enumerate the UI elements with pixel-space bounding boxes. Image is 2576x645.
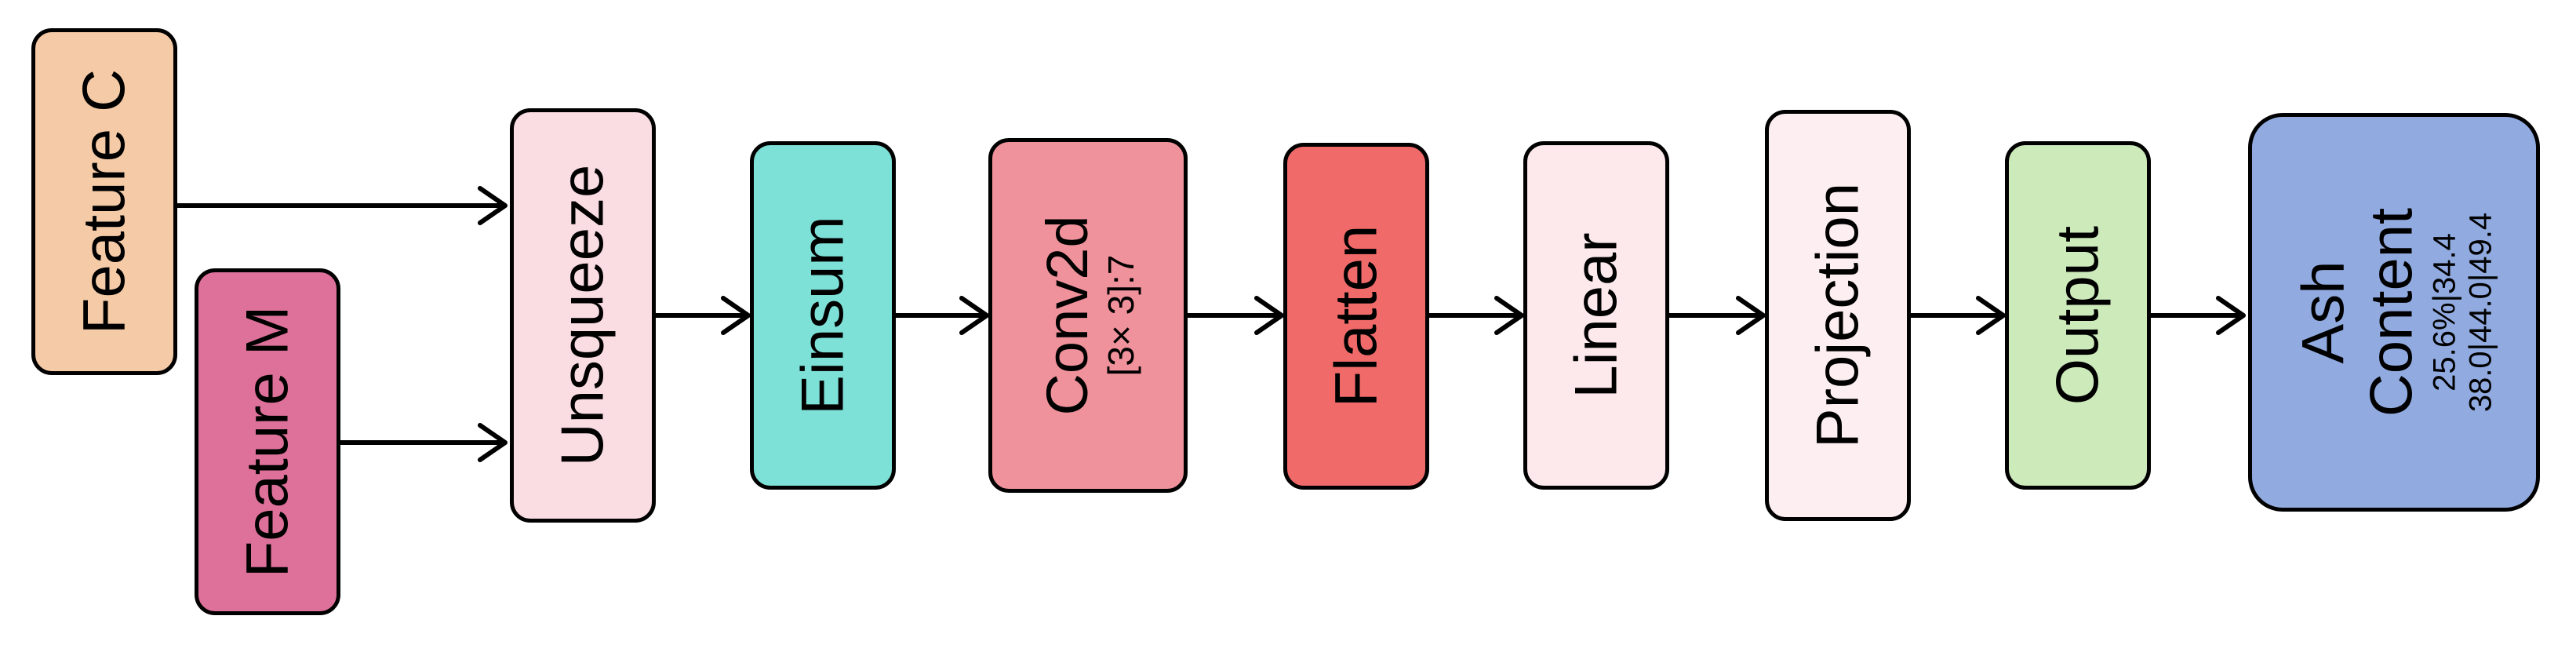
arrow-conv2d-to-flatten [1185, 296, 1284, 335]
node-label: Feature C [71, 69, 138, 334]
arrow-linear-to-projection [1667, 296, 1766, 335]
node-label: Einsum [789, 216, 857, 415]
node-label: Conv2d [1035, 215, 1101, 416]
node-label: Output [2044, 225, 2112, 406]
node-label: Linear [1563, 232, 1630, 399]
node-ash-content: Ash Content 25.6%|34.4 38.0|44.0|49.4 [2248, 113, 2540, 512]
node-label: Projection [1804, 183, 1872, 448]
node-label-line2: Content [2359, 207, 2425, 417]
node-value-line1: 25.6%|34.4 [2427, 233, 2462, 392]
node-label: Flatten [1323, 224, 1390, 408]
node-label-group: Ash Content 25.6%|34.4 38.0|44.0|49.4 [2290, 208, 2499, 417]
node-feature-m: Feature M [195, 268, 340, 615]
node-label: Feature M [234, 305, 301, 578]
node-linear: Linear [1523, 141, 1669, 490]
arrow-einsum-to-conv2d [893, 296, 989, 335]
node-value-line2: 38.0|44.0|49.4 [2463, 212, 2498, 413]
arrow-feature-m-to-unsqueeze [338, 423, 508, 462]
node-unsqueeze: Unsqueeze [510, 108, 656, 523]
arrow-unsqueeze-to-einsum [653, 296, 751, 335]
arrow-feature-c-to-unsqueeze [175, 186, 508, 225]
arrow-output-to-ash-content [2148, 296, 2246, 335]
arrow-flatten-to-linear [1427, 296, 1524, 335]
node-label-line1: Ash [2290, 261, 2357, 364]
arrow-projection-to-output [1908, 296, 2006, 335]
node-sublabel: [3× 3]:7 [1101, 254, 1142, 377]
node-label-group: Conv2d [3× 3]:7 [1034, 215, 1142, 415]
node-flatten: Flatten [1283, 143, 1429, 490]
node-conv2d: Conv2d [3× 3]:7 [988, 138, 1188, 493]
node-output: Output [2005, 141, 2151, 490]
node-label: Unsqueeze [549, 164, 617, 467]
node-einsum: Einsum [750, 141, 896, 490]
node-feature-c: Feature C [31, 28, 177, 375]
node-projection: Projection [1765, 110, 1911, 521]
